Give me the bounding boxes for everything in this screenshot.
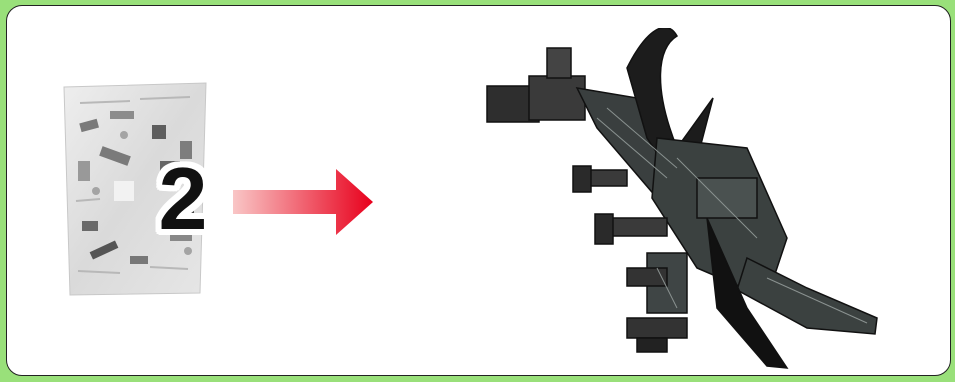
dragon-model-icon (477, 28, 887, 373)
step-panel: 2 (6, 5, 951, 376)
right-arrow-icon (233, 169, 378, 235)
bag-number-label: 2 (137, 156, 229, 242)
